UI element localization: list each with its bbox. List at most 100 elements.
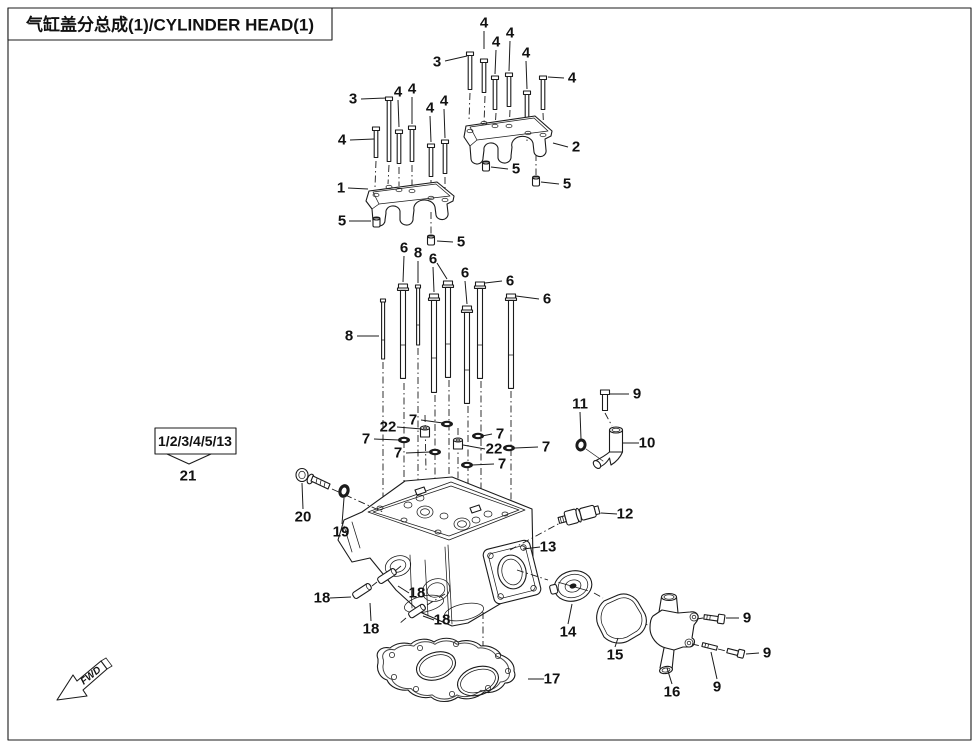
callout-17: 17 [544,671,561,688]
leader-line-18 [397,585,410,594]
callout-5: 5 [563,176,571,193]
part-9-10-11-group [575,389,624,469]
flange-bolt-6 [396,280,518,404]
leader-line-4 [349,138,375,141]
leader-line-9 [745,652,760,655]
callout-4: 4 [426,100,435,117]
leader-line-19 [341,497,345,525]
callout-3: 3 [433,54,441,71]
callout-16: 16 [664,684,681,701]
callout-6: 6 [543,291,551,308]
leader-line-18 [329,596,352,599]
callout-9: 9 [713,679,721,696]
callout-15: 15 [607,647,624,664]
leader-line-6 [402,255,405,283]
leader-line-9 [710,651,718,680]
callout-7: 7 [542,439,550,456]
callout-18: 18 [363,621,380,638]
part-12-temp-sensor [557,504,601,526]
callout-7: 7 [409,412,417,429]
callout-4: 4 [394,84,403,101]
head-bolts-and-studs [379,280,518,515]
leader-line-5 [436,240,454,243]
callout-9: 9 [633,386,641,403]
leader-line-4 [494,49,497,75]
leader-line-6 [484,280,503,284]
callout-6: 6 [506,273,514,290]
callout-7: 7 [394,445,402,462]
group-ref-label: 1/2/3/4/5/13 [154,427,237,465]
callout-18: 18 [434,612,451,629]
valve-seals-and-orings [398,420,515,469]
callout-22: 22 [380,419,397,436]
callout-18: 18 [409,585,426,602]
leader-line-4 [547,76,565,79]
callout-12: 12 [617,506,634,523]
valve-stem-seal [419,425,464,450]
leader-line-4 [429,115,432,143]
leader-line-6 [436,262,448,280]
leader-line-4 [397,99,400,128]
leader-line-22 [462,444,486,450]
callout-9: 9 [743,610,751,627]
callout-6: 6 [429,251,437,268]
leader-line-6 [464,280,468,305]
callout-4: 4 [408,81,417,98]
callout-4: 4 [522,45,531,62]
callout-14: 14 [560,624,577,641]
callout-20: 20 [295,509,312,526]
callout-6: 6 [400,240,408,257]
fwd-arrow: FWD [56,657,113,701]
part-10-tube [592,426,624,469]
part-14-thermostat [549,570,593,602]
leader-line-18 [422,615,435,621]
callout-4: 4 [506,25,515,42]
leader-line-3 [360,97,387,100]
leader-line-3 [444,55,468,62]
callout-4: 4 [440,93,449,110]
callout-4: 4 [480,15,489,32]
callout-4: 4 [568,70,577,87]
bolt-group-part1 [371,96,450,178]
part-18-dowel-pins [352,565,446,625]
housing-bolts-9 [691,613,746,659]
callout-7: 7 [498,456,506,473]
callout-5: 5 [457,234,465,251]
callout-10: 10 [639,435,656,452]
part-17-head-gasket [376,637,516,703]
leader-line-18 [369,602,372,622]
leader-line-7 [373,438,400,441]
callout-21: 21 [180,468,197,485]
leader-line-4 [525,60,528,90]
part-15-gasket [596,593,647,644]
leader-line-20 [301,482,304,510]
part-11-seal-ring [575,438,587,452]
bolt-group-part2 [465,51,548,124]
leader-line-5 [540,181,560,185]
callout-18: 18 [314,590,331,607]
o-ring [398,420,515,469]
callout-7: 7 [496,426,504,443]
group-ref-text: 1/2/3/4/5/13 [158,433,232,449]
leader-line-7 [420,419,444,424]
page-border [7,7,972,741]
callout-4: 4 [492,34,501,51]
leader-line-5 [490,166,509,170]
leader-line-13 [522,546,541,550]
leader-line-7 [481,433,493,437]
leader-line-7 [471,463,495,466]
callout-5: 5 [338,213,346,230]
part-1-cam-holder-assembly [365,96,455,246]
callout-5: 5 [512,161,520,178]
part-19-seal [338,484,350,498]
leader-line-6 [515,295,540,300]
part-16-thermostat-housing [649,592,699,675]
callout-6: 6 [461,265,469,282]
callout-9: 9 [763,645,771,662]
leader-line-15 [614,637,619,648]
leader-line-14 [567,603,573,625]
callout-8: 8 [345,328,353,345]
leader-line-11 [579,411,582,440]
